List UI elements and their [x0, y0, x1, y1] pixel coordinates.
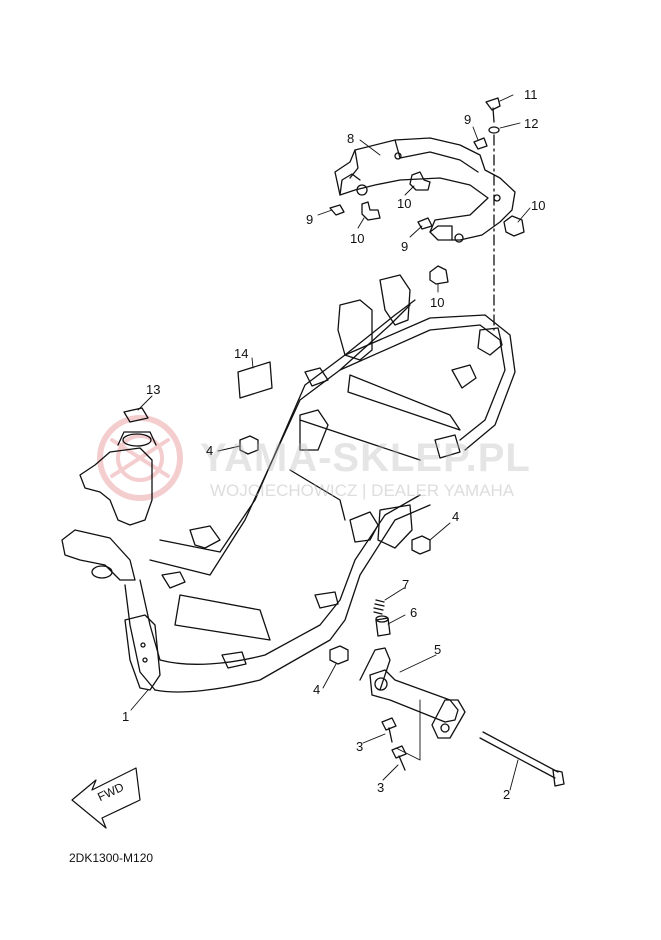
part-11-bolt [485, 97, 501, 123]
watermark-sub: WOJCIECHOWICZ | DEALER YAMAHA [210, 481, 515, 500]
part-8-upper-bracket [334, 137, 516, 243]
callout-4-b: 4 [452, 509, 460, 524]
part-4-nuts [239, 435, 431, 665]
callout-9-a: 9 [464, 112, 472, 127]
callout-14: 14 [234, 346, 249, 361]
diagram-code: 2DK1300-M120 [69, 851, 154, 865]
callout-9-c: 9 [401, 239, 409, 254]
callout-12: 12 [524, 116, 539, 131]
callout-8: 8 [347, 131, 355, 146]
part-10-rubber-mounts [361, 171, 525, 285]
callout-10-b: 10 [350, 231, 365, 246]
callout-2: 2 [503, 787, 511, 802]
watermark-main: YAMA-SKLEP.PL [200, 436, 531, 480]
callout-11: 11 [524, 87, 538, 102]
callout-3-a: 3 [356, 739, 364, 754]
callout-7: 7 [402, 577, 410, 592]
watermark-logo [97, 415, 183, 501]
callout-6: 6 [410, 605, 418, 620]
callout-9-b: 9 [306, 212, 314, 227]
callout-3-b: 3 [377, 780, 385, 795]
fwd-arrow-icon [71, 767, 141, 829]
callout-13: 13 [146, 382, 161, 397]
part-3-bolts [381, 717, 407, 771]
part-14-label [237, 361, 273, 399]
callout-10-c: 10 [531, 198, 546, 213]
callout-4-c: 4 [313, 682, 321, 697]
part-2-long-bolt [479, 731, 565, 787]
part-13-label [123, 407, 149, 423]
callout-1: 1 [122, 709, 130, 724]
callout-5: 5 [434, 642, 442, 657]
callout-10-a: 10 [397, 196, 412, 211]
leader-lines [130, 94, 531, 791]
callout-4-a: 4 [206, 443, 214, 458]
part-6-collar [375, 615, 391, 637]
part-5-engine-bracket [359, 647, 466, 739]
part-7-spring [373, 599, 385, 615]
callout-10-d: 10 [430, 295, 445, 310]
part-12-washer [488, 126, 500, 134]
part-1-main-frame [61, 274, 516, 693]
